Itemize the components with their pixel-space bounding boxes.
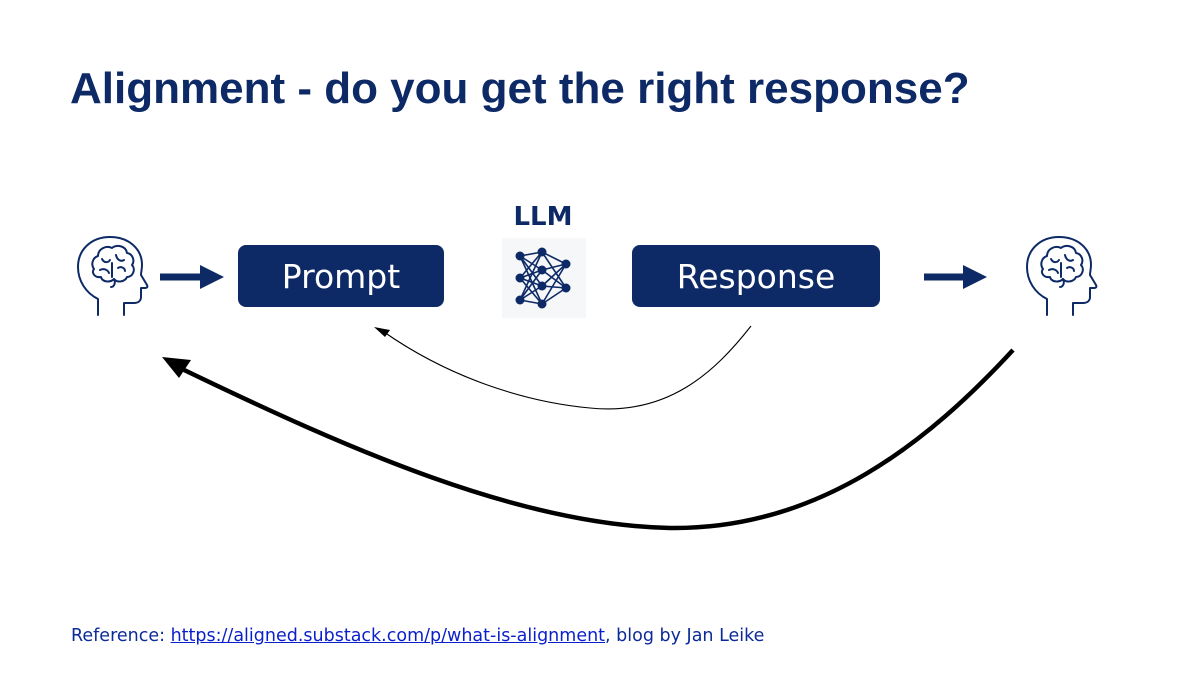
slide-title: Alignment - do you get the right respons… <box>70 64 970 113</box>
reference-line: Reference: https://aligned.substack.com/… <box>71 626 764 646</box>
prompt-box: Prompt <box>238 245 444 307</box>
response-label: Response <box>676 256 836 296</box>
response-box: Response <box>632 245 880 307</box>
llm-label: LLM <box>513 202 573 232</box>
arrow-feedback-response-to-prompt <box>374 325 752 410</box>
arrow-head-to-prompt <box>160 265 224 289</box>
reference-link[interactable]: https://aligned.substack.com/p/what-is-a… <box>170 626 606 646</box>
arrow-response-to-head <box>924 265 987 289</box>
prompt-label: Prompt <box>281 256 401 296</box>
reference-suffix: , blog by Jan Leike <box>605 626 765 646</box>
head-brain-icon-left <box>77 236 149 316</box>
head-brain-icon-right <box>1026 236 1098 316</box>
reference-prefix: Reference: <box>71 626 171 646</box>
neural-network-icon <box>502 238 586 318</box>
arrow-feedback-head-to-head <box>162 348 1015 531</box>
